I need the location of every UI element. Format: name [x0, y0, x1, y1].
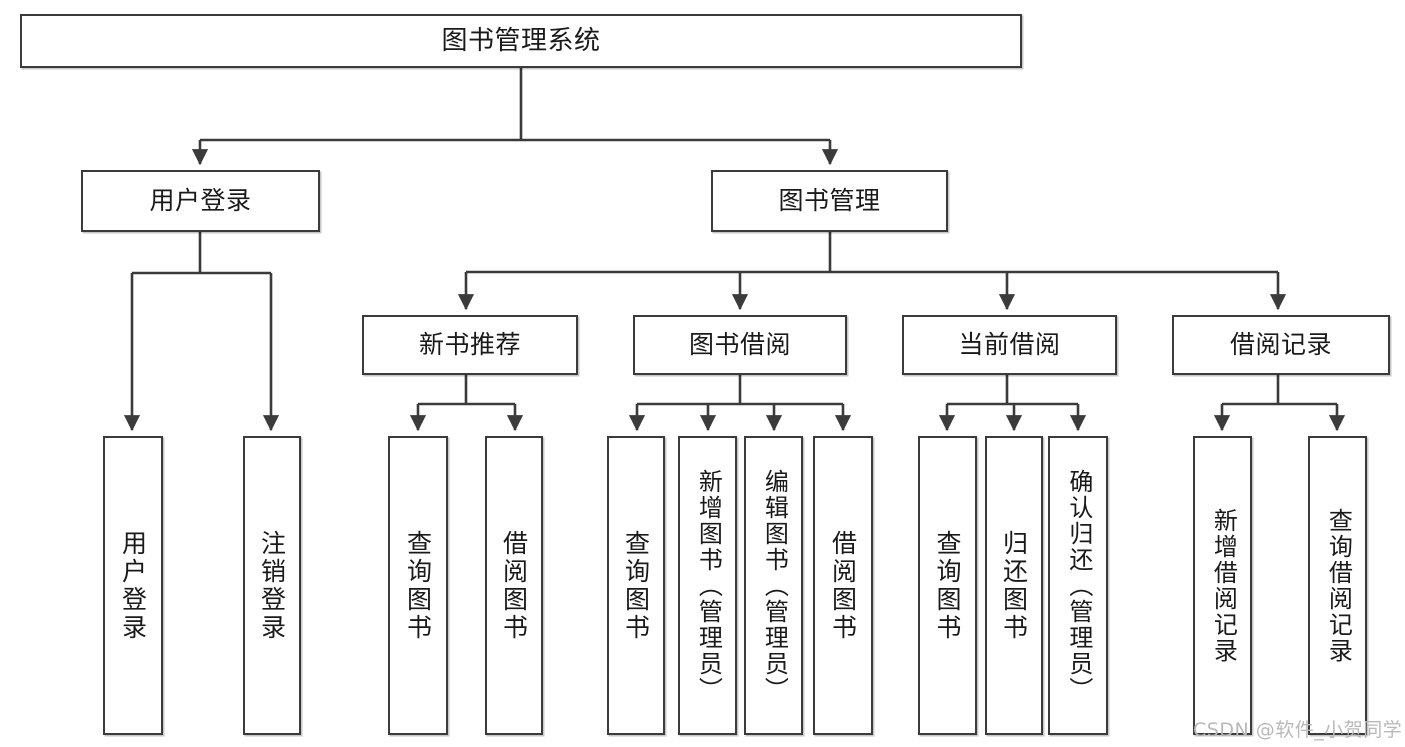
node-leaf-query-book-current[interactable]: 查询图书 [918, 436, 977, 735]
node-label: 新增借阅记录 [1209, 507, 1238, 664]
node-label: 图书管理系统 [441, 25, 601, 56]
node-label: 新书推荐 [418, 330, 521, 360]
node-leaf-confirm-return-admin[interactable]: 确认归还（管理员） [1048, 436, 1108, 735]
node-new-book-recommend[interactable]: 新书推荐 [362, 315, 578, 375]
node-root-system[interactable]: 图书管理系统 [20, 14, 1022, 68]
node-leaf-return-book[interactable]: 归还图书 [985, 436, 1043, 735]
node-label: 归还图书 [999, 529, 1029, 642]
node-label: 当前借阅 [958, 330, 1061, 360]
node-current-borrow[interactable]: 当前借阅 [902, 315, 1117, 375]
node-label: 用户登录 [149, 186, 252, 216]
node-user-login[interactable]: 用户登录 [81, 170, 320, 232]
node-label: 查询图书 [403, 529, 433, 642]
node-book-manage[interactable]: 图书管理 [711, 170, 948, 232]
node-book-borrow[interactable]: 图书借阅 [633, 315, 847, 375]
node-leaf-add-book-admin[interactable]: 新增图书（管理员） [678, 436, 737, 735]
node-label: 注销登录 [257, 529, 287, 642]
node-label: 图书管理 [778, 186, 881, 216]
node-borrow-record[interactable]: 借阅记录 [1172, 315, 1390, 375]
node-label: 查询借阅记录 [1324, 507, 1353, 664]
node-leaf-borrow-book-newbook[interactable]: 借阅图书 [485, 436, 543, 735]
node-label: 用户登录 [118, 529, 148, 642]
node-leaf-add-borrow-record[interactable]: 新增借阅记录 [1193, 436, 1252, 735]
node-leaf-logout-login[interactable]: 注销登录 [243, 436, 301, 735]
node-label: 图书借阅 [688, 330, 791, 360]
node-leaf-user-login[interactable]: 用户登录 [103, 436, 163, 735]
node-label: 查询图书 [621, 529, 651, 642]
node-label: 借阅图书 [499, 529, 529, 642]
node-label: 编辑图书（管理员） [760, 468, 789, 703]
node-label: 借阅记录 [1229, 330, 1332, 360]
node-leaf-edit-book-admin[interactable]: 编辑图书（管理员） [744, 436, 803, 735]
node-leaf-borrow-book-borrow[interactable]: 借阅图书 [813, 436, 873, 735]
node-label: 查询图书 [933, 529, 962, 642]
node-leaf-query-borrow-record[interactable]: 查询借阅记录 [1308, 436, 1367, 735]
node-label: 确认归还（管理员） [1064, 468, 1093, 703]
node-label: 新增图书（管理员） [694, 468, 723, 703]
csdn-watermark: CSDN @软件_小贺同学 [1193, 719, 1403, 741]
node-leaf-query-book-newbook[interactable]: 查询图书 [388, 436, 448, 735]
node-leaf-query-book-borrow[interactable]: 查询图书 [607, 436, 665, 735]
node-label: 借阅图书 [828, 529, 858, 642]
